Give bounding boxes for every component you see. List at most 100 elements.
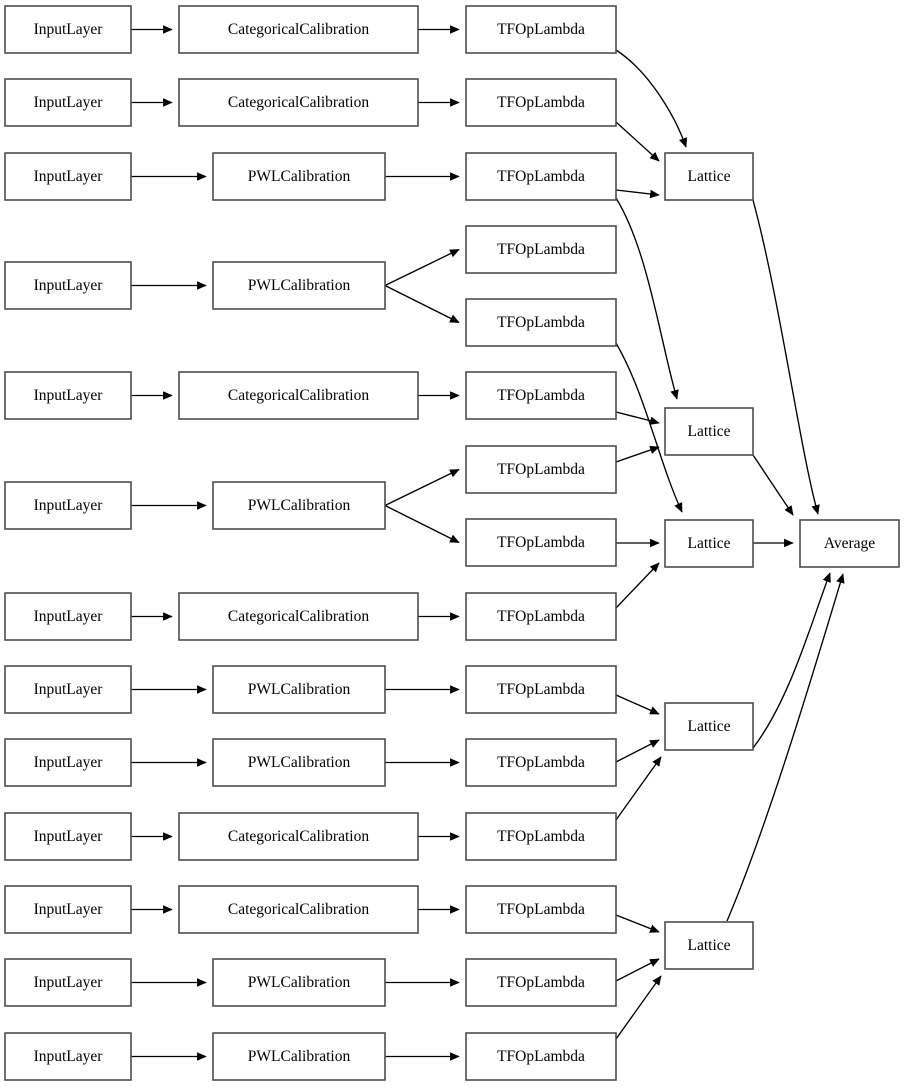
node-lattice-box[interactable] [664, 152, 754, 201]
node-tfoplambda-box[interactable] [465, 225, 617, 274]
node-calibration-layer[interactable]: CategoricalCalibration [178, 812, 419, 861]
node-input-layer[interactable]: InputLayer [4, 885, 132, 934]
node-calibration-layer-box[interactable] [178, 78, 419, 127]
node-input-layer-box[interactable] [4, 958, 132, 1007]
node-input-layer-label: InputLayer [34, 21, 104, 38]
node-tfoplambda[interactable]: TFOpLambda [465, 1032, 617, 1081]
node-calibration-layer[interactable]: CategoricalCalibration [178, 5, 419, 54]
node-lattice-box[interactable] [664, 519, 754, 568]
node-input-layer[interactable]: InputLayer [4, 261, 132, 310]
node-calibration-layer[interactable]: PWLCalibration [212, 738, 386, 787]
node-calibration-layer-box[interactable] [212, 152, 386, 201]
node-input-layer[interactable]: InputLayer [4, 5, 132, 54]
node-tfoplambda-box[interactable] [465, 5, 617, 54]
node-calibration-layer-box[interactable] [178, 5, 419, 54]
edge-cal6-op7 [384, 468, 460, 507]
node-input-layer-box[interactable] [4, 592, 132, 641]
edge-op3-lat2 [615, 197, 679, 400]
node-lattice[interactable]: Lattice [664, 519, 754, 568]
node-calibration-layer[interactable]: PWLCalibration [212, 261, 386, 310]
node-average[interactable]: Average [799, 519, 900, 568]
node-tfoplambda-box[interactable] [465, 812, 617, 861]
node-input-layer[interactable]: InputLayer [4, 812, 132, 861]
node-tfoplambda[interactable]: TFOpLambda [465, 665, 617, 714]
node-tfoplambda-box[interactable] [465, 1032, 617, 1081]
node-tfoplambda-box[interactable] [465, 885, 617, 934]
node-tfoplambda-box[interactable] [465, 152, 617, 201]
node-lattice[interactable]: Lattice [664, 407, 754, 456]
node-calibration-layer[interactable]: PWLCalibration [212, 481, 386, 530]
node-lattice-label: Lattice [687, 168, 730, 185]
node-input-layer[interactable]: InputLayer [4, 371, 132, 420]
node-lattice-box[interactable] [664, 921, 754, 970]
node-tfoplambda-box[interactable] [465, 371, 617, 420]
node-lattice-label: Lattice [687, 535, 730, 552]
node-input-layer[interactable]: InputLayer [4, 481, 132, 530]
node-calibration-layer[interactable]: PWLCalibration [212, 152, 386, 201]
node-tfoplambda[interactable]: TFOpLambda [465, 812, 617, 861]
node-input-layer-box[interactable] [4, 371, 132, 420]
node-tfoplambda-box[interactable] [465, 445, 617, 494]
node-calibration-layer[interactable]: PWLCalibration [212, 665, 386, 714]
node-calibration-layer-box[interactable] [212, 738, 386, 787]
node-calibration-layer-box[interactable] [212, 958, 386, 1007]
node-tfoplambda[interactable]: TFOpLambda [465, 885, 617, 934]
node-input-layer[interactable]: InputLayer [4, 738, 132, 787]
node-tfoplambda[interactable]: TFOpLambda [465, 5, 617, 54]
node-tfoplambda[interactable]: TFOpLambda [465, 518, 617, 567]
node-calibration-layer-box[interactable] [212, 481, 386, 530]
node-lattice[interactable]: Lattice [664, 921, 754, 970]
node-tfoplambda-box[interactable] [465, 738, 617, 787]
node-calibration-layer-box[interactable] [178, 592, 419, 641]
node-tfoplambda[interactable]: TFOpLambda [465, 592, 617, 641]
node-tfoplambda-box[interactable] [465, 298, 617, 347]
node-input-layer-box[interactable] [4, 5, 132, 54]
node-tfoplambda-box[interactable] [465, 518, 617, 567]
node-tfoplambda[interactable]: TFOpLambda [465, 738, 617, 787]
node-calibration-layer[interactable]: CategoricalCalibration [178, 885, 419, 934]
node-input-layer-box[interactable] [4, 1032, 132, 1081]
node-input-layer-box[interactable] [4, 261, 132, 310]
node-input-layer-box[interactable] [4, 885, 132, 934]
node-tfoplambda[interactable]: TFOpLambda [465, 958, 617, 1007]
node-input-layer-label: InputLayer [34, 387, 104, 404]
node-input-layer-box[interactable] [4, 481, 132, 530]
node-average-box[interactable] [799, 519, 900, 568]
node-lattice-box[interactable] [664, 407, 754, 456]
node-input-layer-box[interactable] [4, 152, 132, 201]
node-input-layer-box[interactable] [4, 738, 132, 787]
node-tfoplambda[interactable]: TFOpLambda [465, 371, 617, 420]
node-calibration-layer-box[interactable] [212, 261, 386, 310]
node-calibration-layer-box[interactable] [178, 812, 419, 861]
node-calibration-layer[interactable]: CategoricalCalibration [178, 78, 419, 127]
node-lattice[interactable]: Lattice [664, 702, 754, 751]
node-tfoplambda[interactable]: TFOpLambda [465, 152, 617, 201]
node-tfoplambda-box[interactable] [465, 958, 617, 1007]
node-tfoplambda-box[interactable] [465, 78, 617, 127]
node-input-layer-box[interactable] [4, 78, 132, 127]
node-calibration-layer-box[interactable] [212, 1032, 386, 1081]
node-calibration-layer-box[interactable] [178, 371, 419, 420]
node-input-layer[interactable]: InputLayer [4, 665, 132, 714]
node-input-layer[interactable]: InputLayer [4, 78, 132, 127]
node-lattice[interactable]: Lattice [664, 152, 754, 201]
node-tfoplambda-box[interactable] [465, 665, 617, 714]
node-input-layer[interactable]: InputLayer [4, 592, 132, 641]
node-input-layer-box[interactable] [4, 665, 132, 714]
node-calibration-layer[interactable]: CategoricalCalibration [178, 371, 419, 420]
node-tfoplambda[interactable]: TFOpLambda [465, 78, 617, 127]
node-input-layer[interactable]: InputLayer [4, 958, 132, 1007]
node-calibration-layer[interactable]: CategoricalCalibration [178, 592, 419, 641]
node-calibration-layer-box[interactable] [178, 885, 419, 934]
node-calibration-layer[interactable]: PWLCalibration [212, 1032, 386, 1081]
node-tfoplambda-box[interactable] [465, 592, 617, 641]
node-input-layer[interactable]: InputLayer [4, 1032, 132, 1081]
node-calibration-layer-box[interactable] [212, 665, 386, 714]
node-calibration-layer[interactable]: PWLCalibration [212, 958, 386, 1007]
node-tfoplambda[interactable]: TFOpLambda [465, 225, 617, 274]
node-lattice-box[interactable] [664, 702, 754, 751]
node-tfoplambda[interactable]: TFOpLambda [465, 298, 617, 347]
node-tfoplambda[interactable]: TFOpLambda [465, 445, 617, 494]
node-input-layer-box[interactable] [4, 812, 132, 861]
node-input-layer[interactable]: InputLayer [4, 152, 132, 201]
